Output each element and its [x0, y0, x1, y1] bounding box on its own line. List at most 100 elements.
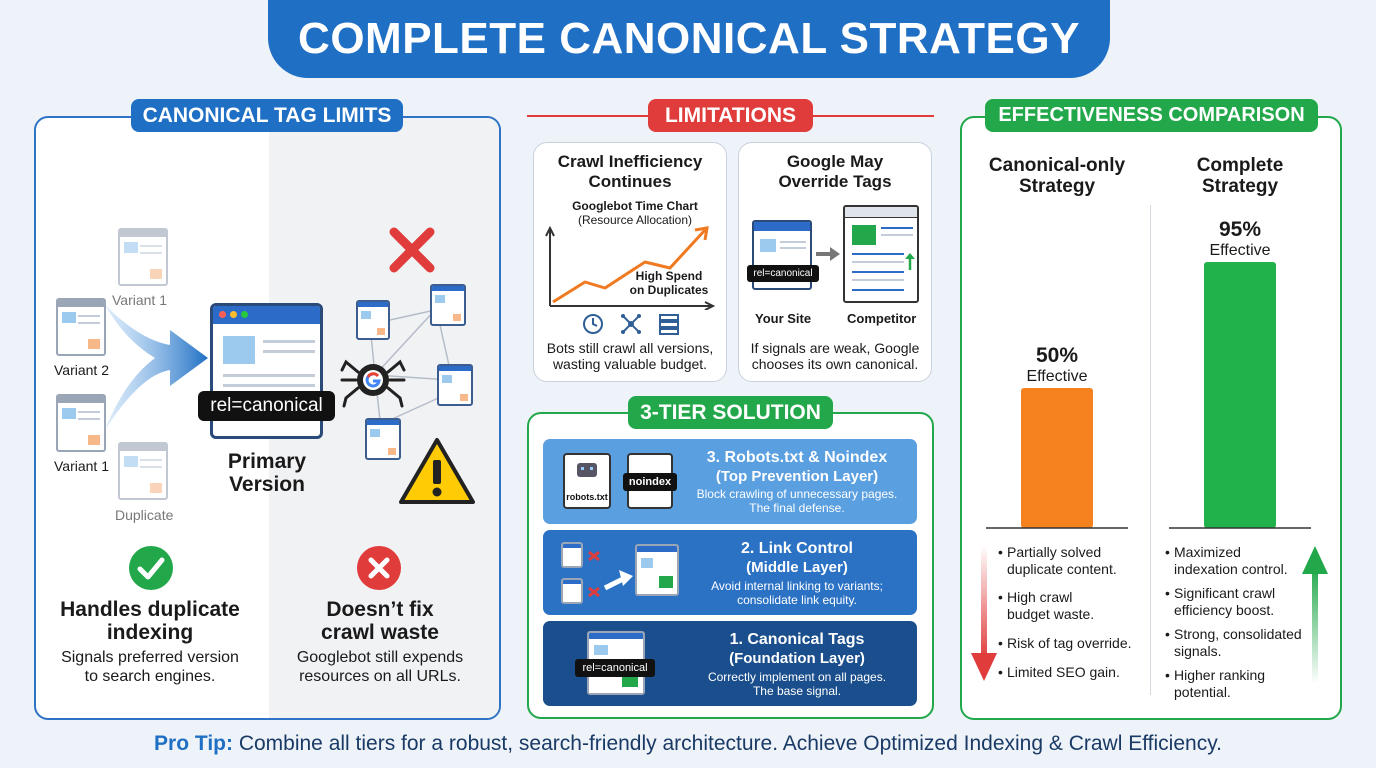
card1-desc-line1: Bots still crawl all versions, [546, 340, 714, 356]
title-banner [268, 0, 1110, 78]
bar-canonical-only [1021, 388, 1093, 528]
left-b1-l1: Partially solved [1007, 544, 1102, 560]
bar-complete [1204, 262, 1276, 528]
right-b2-l1: Significant crawl [1174, 585, 1276, 601]
limitations-heading: LIMITATIONS [648, 99, 813, 132]
solution-heading: 3-TIER SOLUTION [628, 396, 833, 429]
tier1-subtitle: (Foundation Layer) [729, 650, 865, 667]
crawl-inefficiency-card [533, 142, 727, 382]
column-divider [1150, 205, 1151, 695]
left-title-line1: Canonical-only [988, 155, 1126, 176]
annotation-line2: on Duplicates [629, 283, 709, 297]
pro-title-line2: indexing [106, 621, 194, 644]
variant-doc-2 [56, 298, 106, 356]
x-circle-icon [357, 546, 401, 590]
data-label-pct-0: 50% [1036, 344, 1078, 367]
right-title-line1: Complete [1196, 155, 1284, 176]
con-desc-line1: Googlebot still expends [296, 649, 464, 666]
left-strategy-title: Canonical-only Strategy [977, 155, 1137, 197]
chart-title: Googlebot Time Chart [572, 199, 698, 213]
primary-line2: Version [229, 473, 305, 496]
tier-link-control: 2. Link Control (Middle Layer) Avoid int… [543, 530, 917, 615]
primary-version-label: Primary Version [200, 450, 334, 496]
con-title: Doesn’t fix crawl waste [270, 598, 490, 644]
duplicate-doc [118, 442, 168, 500]
left-b2-l1: High crawl [1007, 589, 1073, 605]
tier3-subtitle: (Top Prevention Layer) [715, 468, 879, 485]
right-b1-l1: Maximized [1174, 544, 1241, 560]
left-b1-l2: duplicate content. [1007, 561, 1117, 577]
robots-file-label: robots.txt [566, 492, 608, 502]
warning-icon [399, 438, 475, 504]
pro-desc: Signals preferred version to search engi… [40, 648, 260, 686]
link-variant-doc-2 [561, 578, 583, 604]
tier1-desc-line2: The base signal. [752, 684, 842, 698]
crawl-doc-1 [356, 300, 390, 340]
right-b3-l2: signals. [1174, 643, 1222, 659]
your-site-label: Your Site [755, 311, 812, 326]
crawl-doc-2 [430, 284, 466, 326]
network-icon [621, 314, 641, 334]
primary-line1: Primary [227, 450, 307, 473]
up-growth-arrow-icon [1302, 546, 1328, 684]
left-bullet-3: Risk of tag override. [998, 635, 1131, 652]
card1-title: Crawl Inefficiency Continues [533, 152, 727, 192]
page-title: COMPLETE CANONICAL STRATEGY [298, 14, 1080, 63]
card1-title-line2: Continues [588, 172, 672, 191]
pro-desc-line2: to search engines. [84, 668, 216, 685]
left-b4-l1: Limited SEO gain. [1007, 664, 1120, 680]
tier2-desc-line1: Avoid internal linking to variants; [711, 579, 883, 593]
pro-desc-line1: Signals preferred version [61, 649, 239, 666]
check-circle-icon [129, 546, 173, 590]
card2-title-line1: Google May [786, 152, 884, 171]
tier1-desc-line1: Correctly implement on all pages. [707, 670, 887, 684]
data-label-pct-1: 95% [1219, 218, 1261, 241]
left-b2-l2: budget waste. [1007, 606, 1095, 622]
footer-lead: Pro Tip: [154, 732, 233, 755]
con-desc: Googlebot still expends resources on all… [270, 648, 490, 686]
tier3-desc-line2: The final defense. [749, 501, 845, 515]
noindex-label: noindex [623, 473, 677, 491]
blocked-links-icon [588, 550, 633, 598]
googlebot-spider-icon [340, 359, 406, 408]
card2-desc-line1: If signals are weak, Google [750, 340, 920, 356]
comparison-heading: EFFECTIVENESS COMPARISON [985, 99, 1318, 132]
data-label-eff-1: Effective [1209, 242, 1270, 259]
tier2-subtitle: (Middle Layer) [746, 559, 848, 576]
chart-annotation: High Spend on Duplicates [629, 269, 709, 297]
duplicate-label: Duplicate [115, 507, 174, 523]
link-target-doc [635, 544, 679, 596]
right-title-line2: Strategy [1201, 176, 1279, 197]
x-mark-icon [389, 227, 435, 273]
pro-title: Handles duplicate indexing [40, 598, 260, 644]
right-strategy-title: Complete Strategy [1160, 155, 1320, 197]
chart-subtitle: (Resource Allocation) [577, 213, 693, 227]
clock-icon [583, 314, 603, 334]
card1-title-line1: Crawl Inefficiency [557, 152, 703, 171]
up-arrow-icon [905, 253, 915, 270]
variant1-bottom-label: Variant 1 [54, 458, 109, 474]
tier1-tag: rel=canonical [575, 659, 655, 677]
rel-canonical-tag: rel=canonical [198, 391, 335, 421]
tier2-title: 2. Link Control [741, 540, 853, 557]
annotation-line1: High Spend [635, 269, 703, 283]
right-b3-l1: Strong, consolidated [1174, 626, 1302, 642]
con-title-line2: crawl waste [321, 621, 439, 644]
tier1-title: 1. Canonical Tags [729, 631, 865, 648]
card2-desc-line2: chooses its own canonical. [751, 356, 919, 372]
con-title-line1: Doesn’t fix [326, 598, 434, 621]
googlebot-time-chart [545, 226, 716, 310]
crawl-doc-4 [365, 418, 401, 460]
right-b4-l1: Higher ranking [1174, 667, 1266, 683]
card2-tag: rel=canonical [747, 265, 819, 282]
card1-desc: Bots still crawl all versions, wasting v… [533, 340, 727, 372]
canonical-limits-heading: CANONICAL TAG LIMITS [131, 99, 403, 132]
variant-doc-1 [56, 394, 106, 452]
link-variant-doc-1 [561, 542, 583, 568]
robots-file-icon [563, 453, 611, 509]
